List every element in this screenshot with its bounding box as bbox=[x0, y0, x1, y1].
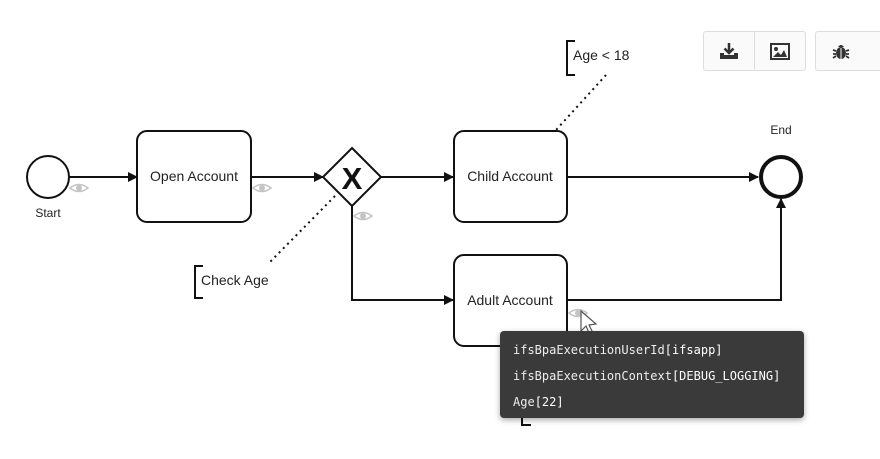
export-image-button[interactable] bbox=[755, 32, 805, 70]
eye-icon[interactable] bbox=[353, 211, 373, 221]
variables-tooltip: ifsBpaExecutionUserId[ifsapp] ifsBpaExec… bbox=[500, 331, 804, 418]
eye-icon[interactable] bbox=[69, 183, 89, 193]
end-event[interactable] bbox=[759, 155, 803, 199]
association-age-lt-18 bbox=[555, 74, 607, 131]
annotation-bracket-age-lt-18 bbox=[566, 40, 575, 76]
task-child-account[interactable] bbox=[453, 130, 568, 223]
debug-toolbar bbox=[815, 31, 880, 71]
tooltip-key: Age bbox=[513, 395, 535, 409]
tooltip-value: [22] bbox=[534, 395, 564, 409]
download-button[interactable] bbox=[704, 32, 755, 70]
annotation-age-lt-18: Age < 18 bbox=[573, 47, 630, 63]
tooltip-value: [ifsapp] bbox=[664, 343, 723, 357]
tooltip-row: Age[22] bbox=[513, 393, 804, 419]
task-open-account-label: Open Account bbox=[150, 168, 238, 184]
gateway-symbol: X bbox=[342, 161, 363, 196]
flow-adult-end[interactable] bbox=[567, 198, 786, 301]
task-open-account[interactable] bbox=[136, 130, 252, 223]
association-check-age bbox=[267, 195, 336, 265]
tooltip-key: ifsBpaExecutionUserId bbox=[513, 343, 665, 357]
tooltip-row: ifsBpaExecutionContext[DEBUG_LOGGING] bbox=[513, 367, 804, 393]
download-icon bbox=[720, 43, 738, 59]
image-icon bbox=[770, 42, 790, 60]
task-adult-account-label: Adult Account bbox=[467, 292, 553, 308]
export-toolbar bbox=[703, 31, 806, 71]
flow-gateway-adult[interactable] bbox=[351, 205, 454, 305]
tooltip-key: ifsBpaExecutionContext bbox=[513, 369, 672, 383]
tooltip-value: [DEBUG_LOGGING] bbox=[671, 369, 781, 383]
task-child-account-label: Child Account bbox=[467, 168, 553, 184]
exclusive-gateway[interactable] bbox=[321, 146, 383, 208]
eye-icon[interactable] bbox=[252, 183, 272, 193]
annotation-check-age: Check Age bbox=[201, 272, 269, 288]
end-label: End bbox=[770, 123, 791, 137]
tooltip-row: ifsBpaExecutionUserId[ifsapp] bbox=[513, 341, 804, 367]
debug-button[interactable] bbox=[816, 32, 866, 70]
start-label: Start bbox=[35, 206, 61, 220]
bug-icon bbox=[832, 45, 850, 59]
annotation-bracket-check-age bbox=[194, 265, 203, 299]
start-event[interactable] bbox=[26, 155, 70, 199]
